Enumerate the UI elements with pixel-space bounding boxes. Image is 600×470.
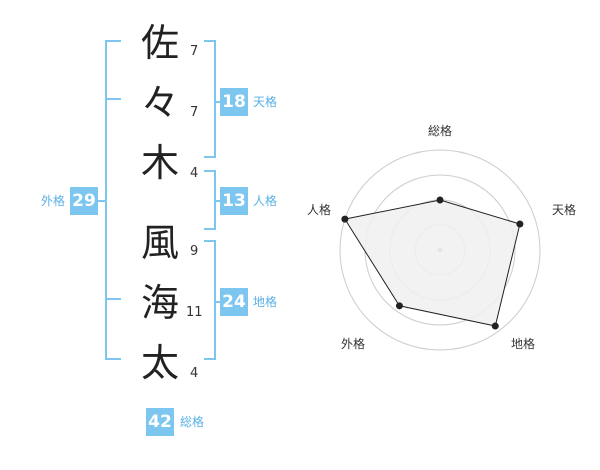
radar-point-1 xyxy=(436,196,444,204)
name-char-5: 海 xyxy=(140,281,179,325)
name-char-2: 々 xyxy=(140,81,179,125)
tenkaku-badge: 18 xyxy=(220,88,248,116)
stroke-count-4: 9 xyxy=(190,244,199,259)
stroke-count-6: 4 xyxy=(190,366,199,381)
soukaku-badge: 42 xyxy=(146,408,174,436)
stroke-count-3: 4 xyxy=(190,166,199,181)
name-char-4: 風 xyxy=(140,221,179,265)
name-char-3: 木 xyxy=(140,141,179,185)
radar-axis-label-soukaku: 総格 xyxy=(427,124,452,138)
radar-point-4 xyxy=(395,302,403,310)
stroke-count-2: 7 xyxy=(190,105,199,120)
soukaku-label: 総格 xyxy=(180,415,205,429)
jinkaku-label: 人格 xyxy=(253,194,278,208)
chikaku-label: 地格 xyxy=(253,295,278,309)
name-char-1: 佐 xyxy=(140,21,179,65)
radar-point-3 xyxy=(491,322,499,330)
radar-points xyxy=(341,196,524,330)
radar-axis-label-tenkaku: 天格 xyxy=(551,203,576,217)
chikaku-badge: 24 xyxy=(220,288,248,316)
radar-ring xyxy=(339,149,541,351)
tenkaku-label: 天格 xyxy=(253,95,278,109)
radar-axis-label-gaikaku: 外格 xyxy=(340,337,365,351)
gaikaku-badge: 29 xyxy=(70,187,98,215)
radar-point-2 xyxy=(516,220,524,228)
radar-axis-label-chikaku: 地格 xyxy=(510,337,535,351)
radar-series-polygon xyxy=(344,199,521,327)
name-char-6: 太 xyxy=(140,341,179,385)
radar-point-5 xyxy=(341,215,349,223)
radar-axis-label-jinkaku: 人格 xyxy=(306,203,331,217)
stroke-count-1: 7 xyxy=(190,44,199,59)
radar-chart xyxy=(339,149,541,351)
jinkaku-badge: 13 xyxy=(220,187,248,215)
gaikaku-label: 外格 xyxy=(41,194,66,208)
stroke-count-5: 11 xyxy=(186,305,203,320)
